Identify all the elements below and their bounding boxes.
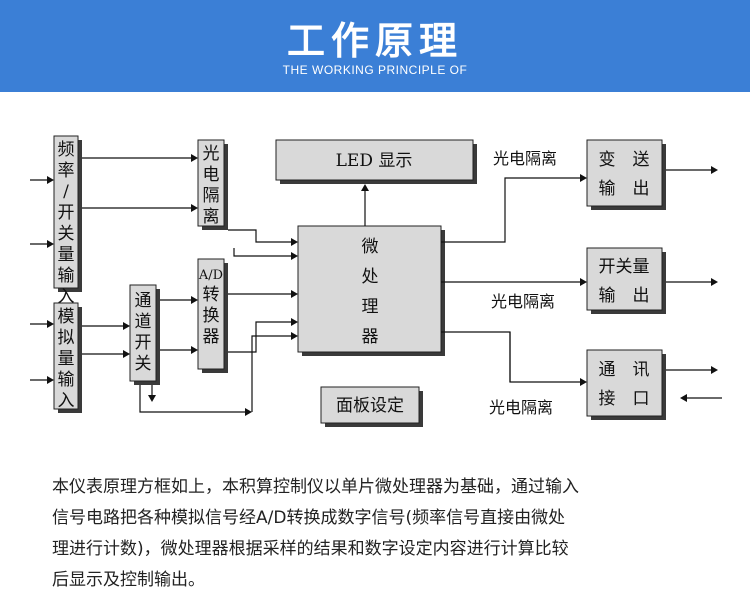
switch-output-label: 开关量输 出 <box>599 257 650 306</box>
label-glyph: 隔 <box>203 186 220 206</box>
freq-switch-input-label: 频率/开关量输入 <box>58 140 75 307</box>
label-glyph: 离 <box>203 207 220 227</box>
comm-interface-block: 通 讯接 口 <box>586 349 666 420</box>
label-glyph: / <box>63 182 69 202</box>
connectors <box>30 154 722 416</box>
label-line: 接 口 <box>599 389 650 409</box>
page-subtitle: THE WORKING PRINCIPLE OF <box>282 63 468 77</box>
description-text: 本仪表原理方框如上，本积算控制仪以单片微处理器为基础，通过输入 信号电路把各种模… <box>52 472 712 596</box>
comm-interface-label: 通 讯接 口 <box>599 360 650 409</box>
description-line: 信号电路把各种模拟信号经A/D转换成数字信号(频率信号直接由微处 <box>52 508 566 528</box>
iso-transmit-label: 光电隔离 <box>493 149 557 168</box>
led-display-block: LED 显示 <box>275 139 477 184</box>
freq-switch-input-block: 频率/开关量输入 <box>53 135 82 307</box>
label-glyph: A/D <box>198 268 223 283</box>
label-glyph: 关 <box>58 224 75 244</box>
opto-isolation-block: 光电隔离 <box>197 139 228 230</box>
label-glyph: 输 <box>58 370 75 390</box>
label-glyph: 开 <box>135 333 152 353</box>
label-glyph: 理 <box>362 297 379 317</box>
channel-switch-label: 通道开关 <box>135 291 152 374</box>
analog-input-label: 模拟量输入 <box>58 307 75 411</box>
label-glyph: 频 <box>58 140 75 160</box>
analog-input-block: 模拟量输入 <box>53 302 82 413</box>
label-line: 通 讯 <box>599 360 650 380</box>
header-banner: 工作原理 THE WORKING PRINCIPLE OF <box>0 0 750 92</box>
ad-converter-block: A/D 转换器 <box>197 258 228 373</box>
label-glyph: 处 <box>362 267 379 287</box>
channel-switch-block: 通道开关 <box>129 284 160 385</box>
label-glyph: 电 <box>203 165 220 185</box>
description-line: 本仪表原理方框如上，本积算控制仪以单片微处理器为基础，通过输入 <box>52 477 579 497</box>
opto-isolation-label: 光电隔离 <box>203 144 220 227</box>
transmit-output-block: 变 送输 出 <box>586 139 666 210</box>
label-glyph: 器 <box>203 327 220 347</box>
ad-converter-label: A/D 转换器 <box>198 268 223 347</box>
label-glyph: 率 <box>58 161 75 181</box>
label-line: 输 出 <box>599 179 650 199</box>
label-glyph: 通 <box>135 291 152 311</box>
label-line: 开关量 <box>599 257 650 277</box>
label-glyph: 微 <box>362 237 379 257</box>
iso-switch-label: 光电隔离 <box>491 292 555 311</box>
microprocessor-block: 微处理器 <box>297 225 445 356</box>
label-glyph: 关 <box>135 354 152 374</box>
panel-setting-label: 面板设定 <box>336 396 404 416</box>
label-line: 输 出 <box>599 286 650 306</box>
label-line: 变 送 <box>599 150 650 170</box>
label-glyph: 量 <box>58 349 75 369</box>
label-glyph: 输 <box>58 266 75 286</box>
label-glyph: 道 <box>135 312 152 332</box>
label-glyph: 光 <box>203 144 220 164</box>
description-line: 理进行计数)，微处理器根据采样的结果和数字设定内容进行计算比较 <box>52 539 569 559</box>
label-glyph: 器 <box>362 327 379 347</box>
description-line: 后显示及控制输出。 <box>52 570 205 590</box>
page-title: 工作原理 <box>286 19 463 63</box>
label-glyph: 拟 <box>58 328 75 348</box>
transmit-output-label: 变 送输 出 <box>599 150 650 199</box>
label-glyph: 转 <box>203 285 220 305</box>
label-glyph: 换 <box>203 306 220 326</box>
label-glyph: 开 <box>58 203 75 223</box>
microprocessor-label: 微处理器 <box>362 237 379 347</box>
switch-output-block: 开关量输 出 <box>586 247 666 314</box>
label-glyph: 入 <box>58 391 75 411</box>
led-display-label: LED 显示 <box>336 151 413 171</box>
label-glyph: 量 <box>58 245 75 265</box>
label-glyph: 模 <box>58 307 75 327</box>
panel-setting-block: 面板设定 <box>320 386 423 427</box>
label-glyph: 入 <box>58 287 75 307</box>
iso-comm-label: 光电隔离 <box>489 398 553 417</box>
